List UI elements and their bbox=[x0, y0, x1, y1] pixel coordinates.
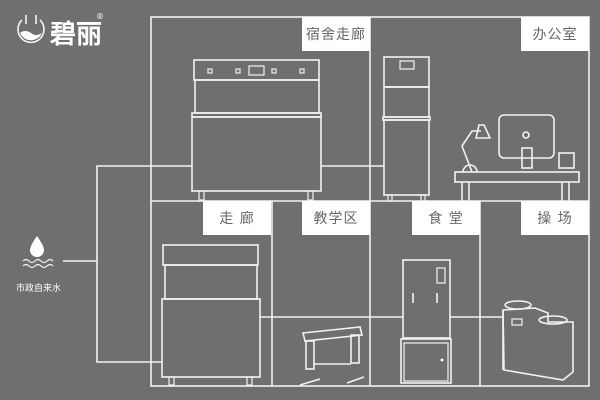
room-label-canteen: 食 堂 bbox=[412, 201, 480, 235]
water-drop-icon bbox=[22, 236, 54, 269]
water-pipes bbox=[63, 165, 502, 363]
brand-name: 碧丽 bbox=[50, 20, 103, 50]
school-desk-icon bbox=[299, 326, 365, 386]
registered-mark: ® bbox=[96, 12, 104, 21]
room-label-dorm-corridor: 宿舍走廊 bbox=[302, 17, 370, 51]
playground-drinking-fountain-icon bbox=[502, 300, 574, 381]
room-label-playground: 操 场 bbox=[521, 201, 589, 235]
corridor-water-dispenser-icon bbox=[161, 244, 261, 386]
office-desk-icon bbox=[454, 114, 580, 201]
canteen-water-boiler-icon bbox=[400, 259, 452, 384]
dorm-water-dispenser-icon bbox=[191, 59, 322, 201]
municipal-water-label: 市政自来水 bbox=[16, 284, 62, 294]
room-label-corridor: 走 廊 bbox=[203, 201, 271, 235]
room-label-office: 办公室 bbox=[521, 17, 589, 51]
office-water-dispenser-icon bbox=[382, 56, 431, 202]
brand-logo-icon bbox=[17, 15, 45, 44]
room-grid bbox=[150, 16, 590, 387]
room-label-teaching-area: 教学区 bbox=[302, 201, 370, 235]
